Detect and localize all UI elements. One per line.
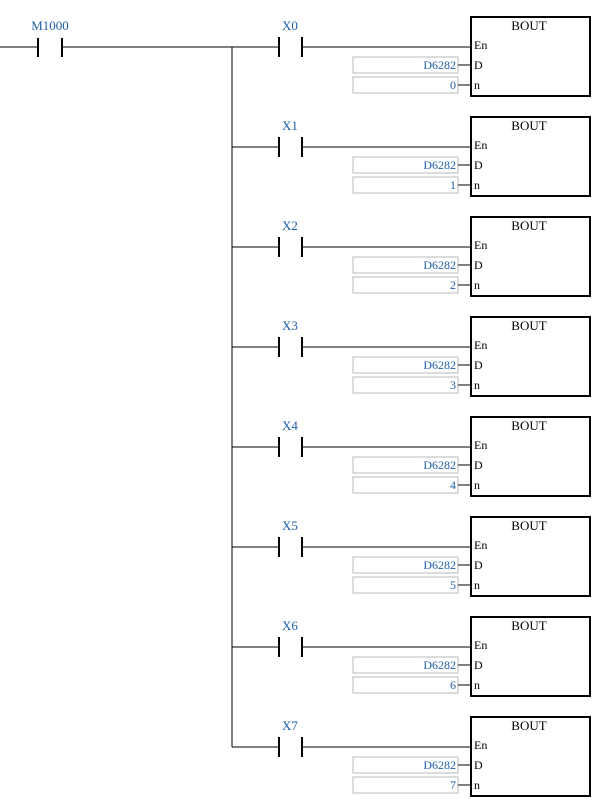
- pin-label-n: n: [474, 778, 480, 792]
- operand-value-d: D6282: [423, 58, 456, 72]
- operand-value-d: D6282: [423, 258, 456, 272]
- block-title: BOUT: [511, 618, 546, 633]
- pin-label-en: En: [474, 338, 487, 352]
- pin-label-d: D: [474, 258, 483, 272]
- block-title: BOUT: [511, 318, 546, 333]
- operand-value-n: 3: [450, 378, 456, 392]
- block-title: BOUT: [511, 118, 546, 133]
- pin-label-n: n: [474, 178, 480, 192]
- operand-value-n: 4: [450, 478, 456, 492]
- pin-label-d: D: [474, 158, 483, 172]
- bout-block: [470, 16, 591, 97]
- operand-value-n: 6: [450, 678, 456, 692]
- bout-block: [470, 116, 591, 197]
- pin-label-n: n: [474, 278, 480, 292]
- operand-box-n: [352, 76, 459, 94]
- pin-label-d: D: [474, 458, 483, 472]
- operand-value-n: 1: [450, 178, 456, 192]
- operand-box-n: [352, 776, 459, 794]
- operand-value-d: D6282: [423, 458, 456, 472]
- contact-label: X6: [282, 618, 298, 633]
- pin-label-en: En: [474, 438, 487, 452]
- bout-block: [470, 416, 591, 497]
- pin-label-n: n: [474, 478, 480, 492]
- pin-label-n: n: [474, 378, 480, 392]
- main-contact-label: M1000: [31, 18, 69, 33]
- pin-label-d: D: [474, 758, 483, 772]
- contact-label: X4: [282, 418, 298, 433]
- contact-label: X5: [282, 518, 298, 533]
- operand-box-n: [352, 476, 459, 494]
- block-title: BOUT: [511, 518, 546, 533]
- operand-value-d: D6282: [423, 358, 456, 372]
- operand-box-n: [352, 176, 459, 194]
- pin-label-en: En: [474, 638, 487, 652]
- pin-label-d: D: [474, 358, 483, 372]
- main-rung: M1000: [0, 18, 232, 57]
- contact-label: X3: [282, 318, 298, 333]
- pin-label-d: D: [474, 58, 483, 72]
- block-title: BOUT: [511, 718, 546, 733]
- operand-value-d: D6282: [423, 158, 456, 172]
- pin-label-en: En: [474, 538, 487, 552]
- operand-value-d: D6282: [423, 758, 456, 772]
- contact-label: X0: [282, 18, 298, 33]
- bout-block: [470, 716, 591, 797]
- bout-block: [470, 316, 591, 397]
- operand-value-n: 7: [450, 778, 456, 792]
- pin-label-en: En: [474, 738, 487, 752]
- bout-block: [470, 616, 591, 697]
- pin-label-en: En: [474, 138, 487, 152]
- operand-value-n: 5: [450, 578, 456, 592]
- operand-value-n: 0: [450, 78, 456, 92]
- pin-label-d: D: [474, 558, 483, 572]
- operand-value-d: D6282: [423, 658, 456, 672]
- contact-label: X7: [282, 718, 298, 733]
- pin-label-n: n: [474, 578, 480, 592]
- block-title: BOUT: [511, 18, 546, 33]
- pin-label-n: n: [474, 678, 480, 692]
- contact-label: X1: [282, 118, 298, 133]
- contact-label: X2: [282, 218, 298, 233]
- pin-label-en: En: [474, 38, 487, 52]
- block-title: BOUT: [511, 218, 546, 233]
- operand-box-n: [352, 376, 459, 394]
- operand-box-n: [352, 576, 459, 594]
- operand-value-d: D6282: [423, 558, 456, 572]
- operand-value-n: 2: [450, 278, 456, 292]
- pin-label-d: D: [474, 658, 483, 672]
- block-title: BOUT: [511, 418, 546, 433]
- operand-box-n: [352, 676, 459, 694]
- bout-block: [470, 216, 591, 297]
- operand-box-n: [352, 276, 459, 294]
- bout-block: [470, 516, 591, 597]
- pin-label-en: En: [474, 238, 487, 252]
- pin-label-n: n: [474, 78, 480, 92]
